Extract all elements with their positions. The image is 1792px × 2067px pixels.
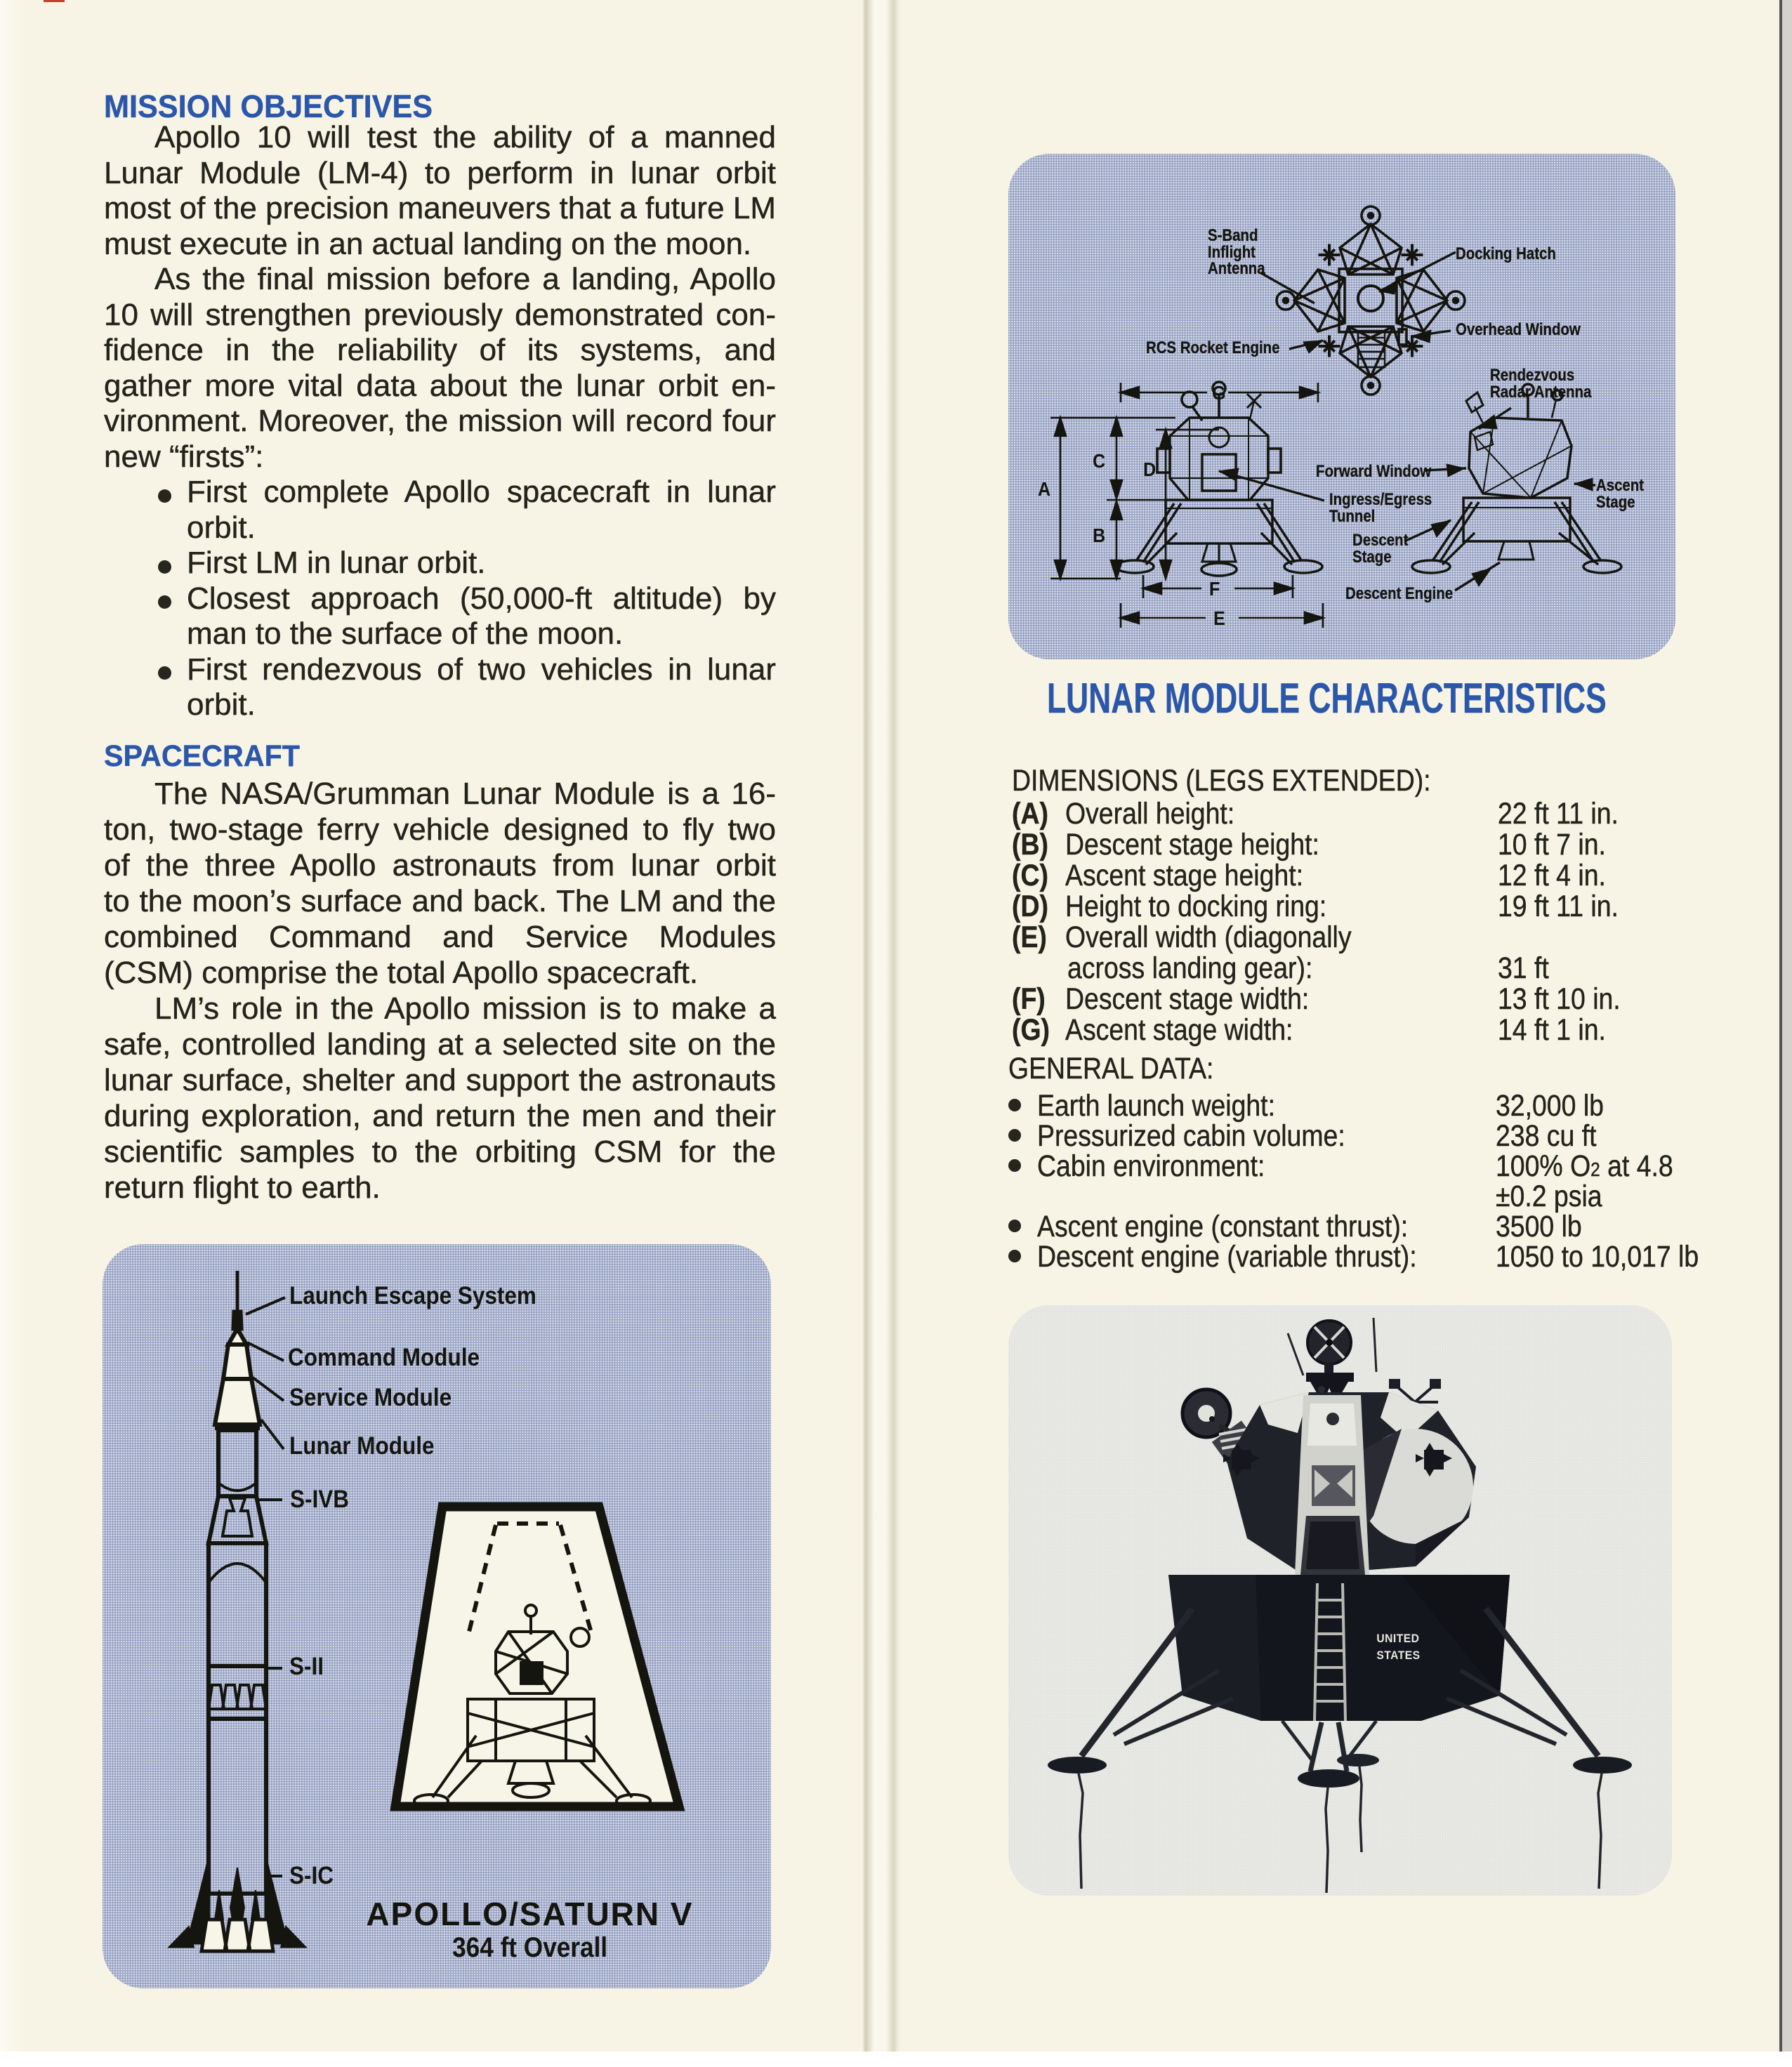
svg-text:STATES: STATES xyxy=(1376,1649,1420,1662)
svg-text:UNITED: UNITED xyxy=(1376,1632,1419,1645)
